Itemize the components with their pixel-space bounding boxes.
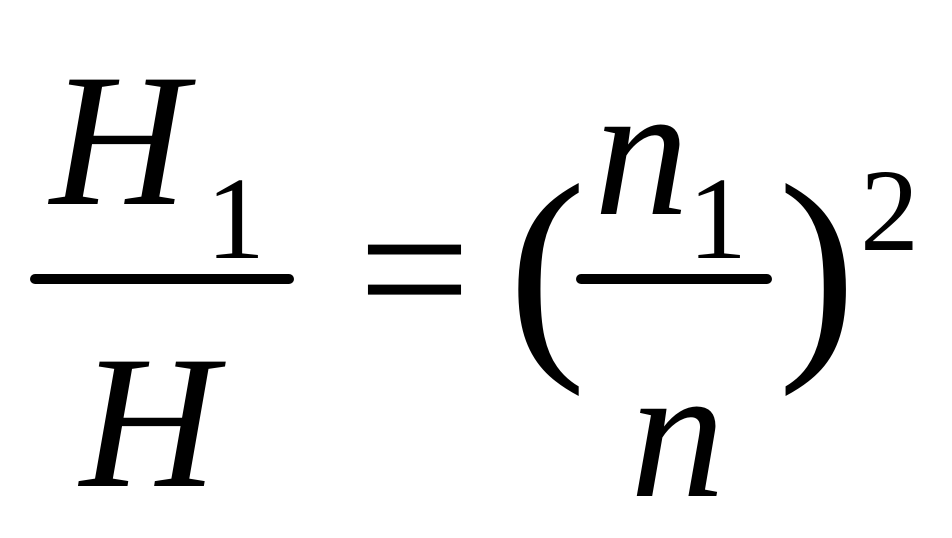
left-denominator: H [80, 318, 218, 528]
left-numerator-base: H [50, 36, 188, 246]
right-fraction-bar [576, 274, 772, 284]
right-denominator: n [630, 328, 725, 538]
left-fraction-bar [30, 274, 294, 284]
equation-canvas: H 1 H = ( n 1 n ) 2 [30, 36, 919, 538]
close-parenthesis: ) [778, 137, 857, 397]
exponent: 2 [860, 145, 919, 276]
open-parenthesis: ( [508, 137, 587, 397]
right-numerator-subscript: 1 [688, 153, 747, 284]
right-numerator-base: n [594, 46, 689, 256]
left-numerator-subscript: 1 [206, 153, 265, 284]
equals-sign: = [358, 159, 471, 380]
